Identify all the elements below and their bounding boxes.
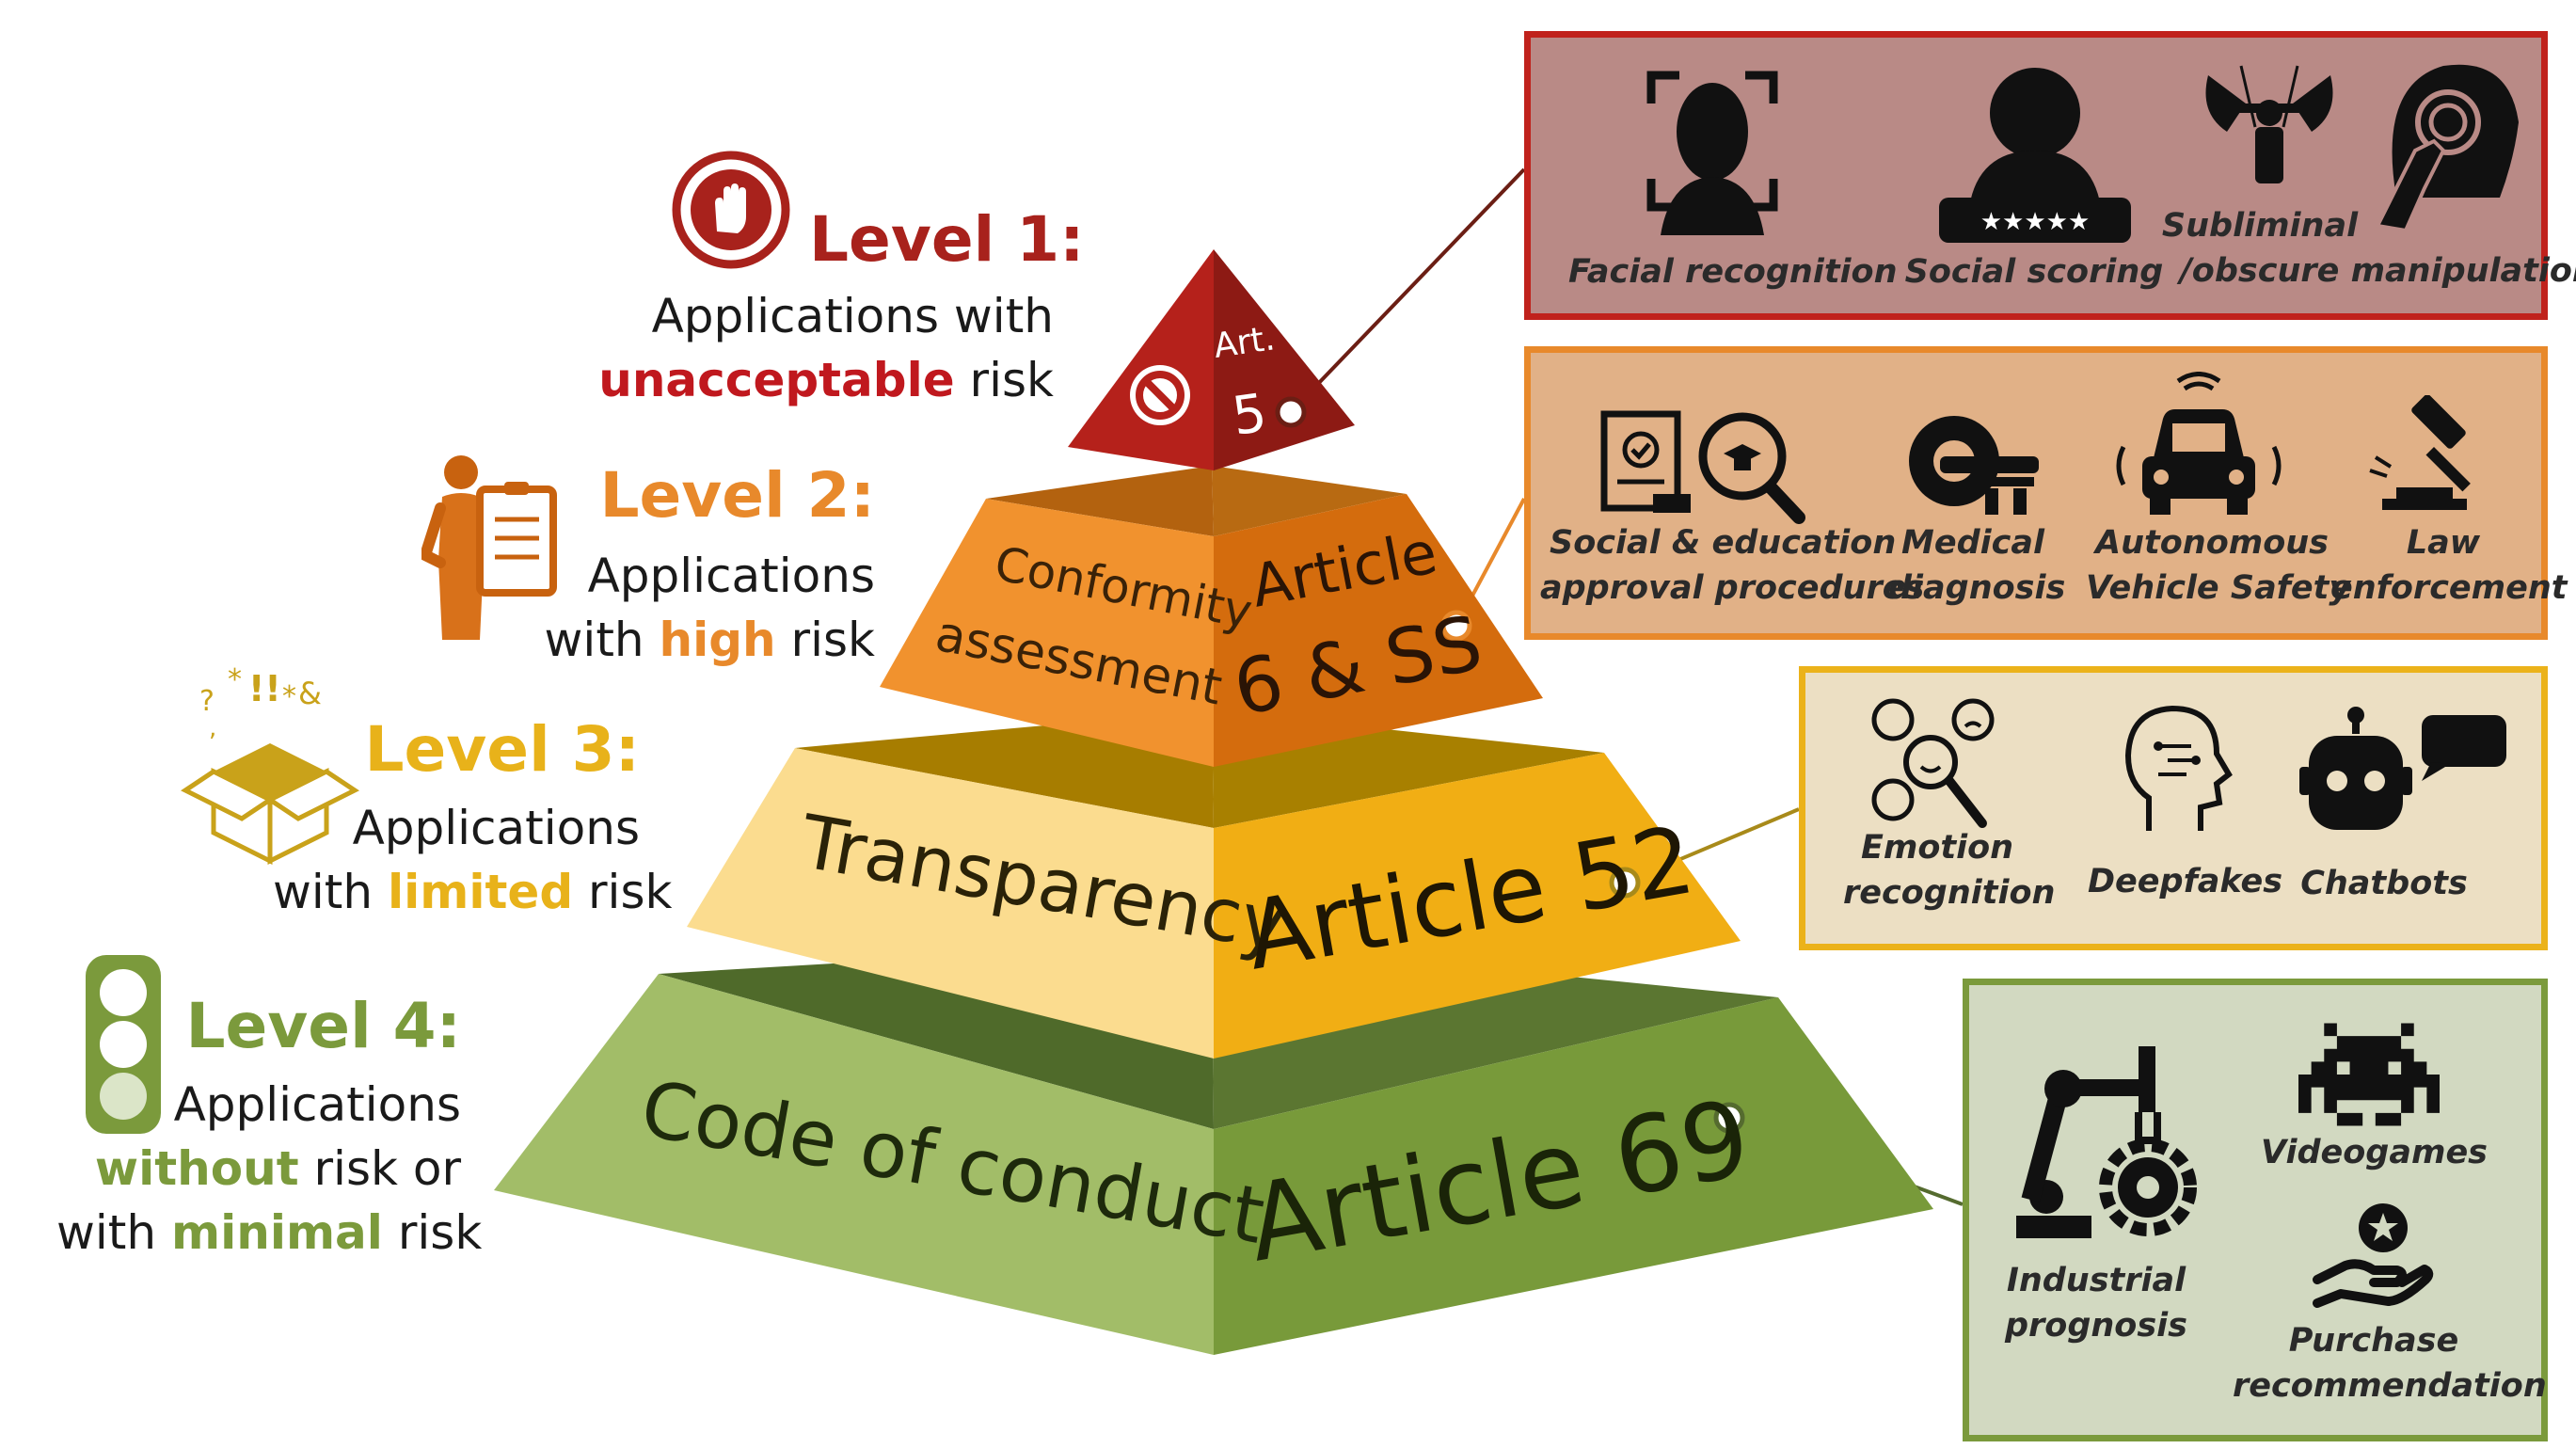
example-autonomous-b: Vehicle Safety: [2086, 569, 2351, 607]
svg-text:,: ,: [209, 714, 216, 742]
level4-title: Level 4:: [185, 990, 461, 1062]
person-rating-icon: ★★★★★: [1939, 68, 2131, 243]
example-chatbots: Chatbots: [2300, 865, 2468, 902]
example-facial-recognition: Facial recognition: [1568, 253, 1898, 291]
chatbot-icon: [2299, 707, 2506, 830]
example-social-education-b: approval procedures: [1540, 569, 1925, 607]
examples-box-level2: Social & education approval procedures M…: [1524, 346, 2568, 640]
level3-suffix: risk: [573, 865, 673, 919]
example-purchase-b: recommendation: [2233, 1367, 2547, 1405]
document-approval-icon: [1600, 410, 1805, 524]
no-entry-icon: [1130, 365, 1190, 425]
puppet-manipulation-icon: [2205, 64, 2519, 233]
tier-level2: [880, 466, 1543, 767]
level3-title: Level 3:: [364, 713, 640, 786]
example-law-a: Law: [2406, 524, 2481, 562]
example-deepfakes: Deepfakes: [2088, 863, 2283, 900]
tier-level1: [1068, 249, 1355, 470]
svg-text:?: ?: [199, 685, 215, 718]
open-box-icon: ? * !! * & ,: [181, 663, 359, 866]
connector-level1: [1289, 167, 1526, 414]
tier-article-level1-a: Art.: [1212, 319, 1278, 366]
example-purchase-a: Purchase: [2288, 1322, 2459, 1360]
ai-head-icon: [2124, 705, 2233, 831]
mri-scanner-icon: [1909, 416, 2039, 515]
level1-highlight: unacceptable: [598, 353, 955, 407]
level4-desc-line1: Applications: [173, 1077, 461, 1132]
svg-text:*: *: [282, 680, 296, 713]
level1-desc-line1: Applications with: [651, 289, 1054, 343]
emotion-faces-icon: [1871, 698, 1995, 828]
level4-mid: risk or: [298, 1141, 462, 1196]
level4-suffix: risk: [382, 1205, 483, 1260]
level2-desc-line2: with high risk: [527, 608, 875, 672]
level4-desc-line3: with minimal risk: [56, 1201, 482, 1265]
example-subliminal-a: Subliminal: [2161, 207, 2359, 245]
level2-desc-line1: Applications: [587, 549, 875, 603]
connector-dot-level2: [1440, 610, 1472, 642]
level4-highlight-a: without: [94, 1141, 299, 1196]
level1-title: Level 1:: [809, 203, 1085, 276]
car-signal-icon: [2116, 372, 2282, 515]
examples-box-level4: Industrial prognosis Videogames Purchase…: [1963, 979, 2548, 1441]
level4-highlight-b: minimal: [170, 1205, 383, 1260]
tier-level3: [687, 710, 1741, 1059]
connector-dot-level3: [1609, 867, 1641, 899]
level4-prefix: with: [56, 1205, 171, 1260]
example-medical-a: Medical: [1901, 524, 2044, 562]
level2-prefix: with: [544, 613, 660, 667]
tier-level4: [494, 941, 1933, 1355]
example-videogames: Videogames: [2261, 1134, 2489, 1171]
level2-highlight: high: [659, 613, 776, 667]
level3-highlight: limited: [387, 865, 574, 919]
example-emotion-b: recognition: [1843, 874, 2056, 912]
example-emotion-a: Emotion: [1860, 829, 2014, 867]
space-invader-icon: [2298, 1023, 2440, 1126]
example-subliminal-b: /obscure manipulation: [2180, 252, 2576, 290]
svg-text:!!: !!: [248, 668, 281, 709]
svg-text:★★★★★: ★★★★★: [1980, 208, 2091, 236]
stop-hand-icon: [672, 151, 790, 269]
level1-desc-line2: unacceptable risk: [583, 348, 1054, 412]
level4-desc-line2: without risk or: [85, 1137, 461, 1201]
example-autonomous-a: Autonomous: [2095, 524, 2330, 562]
face-scan-icon: [1646, 71, 1778, 235]
level3-prefix: with: [273, 865, 388, 919]
connector-dot-level1: [1275, 396, 1307, 428]
example-social-scoring: Social scoring: [1904, 253, 2164, 291]
examples-box-level1: Facial recognition ★★★★★ Social scoring …: [1524, 31, 2576, 320]
example-medical-b: diagnosis: [1888, 569, 2066, 607]
svg-text:*: *: [228, 663, 242, 696]
level3-desc-line1: Applications: [352, 801, 640, 855]
example-industrial-b: prognosis: [2004, 1307, 2188, 1345]
robot-arm-gear-icon: [2016, 1046, 2197, 1238]
level3-desc-line2: with limited risk: [273, 860, 672, 924]
svg-text:&: &: [298, 676, 322, 711]
hand-star-icon: [2313, 1203, 2434, 1308]
connector-dot-level4: [1713, 1102, 1745, 1134]
example-industrial-a: Industrial: [2006, 1262, 2186, 1299]
example-law-b: enforcement: [2330, 569, 2568, 607]
gavel-icon: [2369, 395, 2471, 510]
inspector-clipboard-icon: [421, 455, 557, 640]
traffic-light-icon: [86, 955, 161, 1134]
level2-suffix: risk: [775, 613, 875, 667]
example-social-education-a: Social & education: [1550, 524, 1897, 562]
level2-title: Level 2:: [599, 459, 875, 532]
examples-box-level3: Emotion recognition Deepfakes Chatbots: [1799, 666, 2548, 950]
level1-suffix: risk: [954, 353, 1054, 407]
